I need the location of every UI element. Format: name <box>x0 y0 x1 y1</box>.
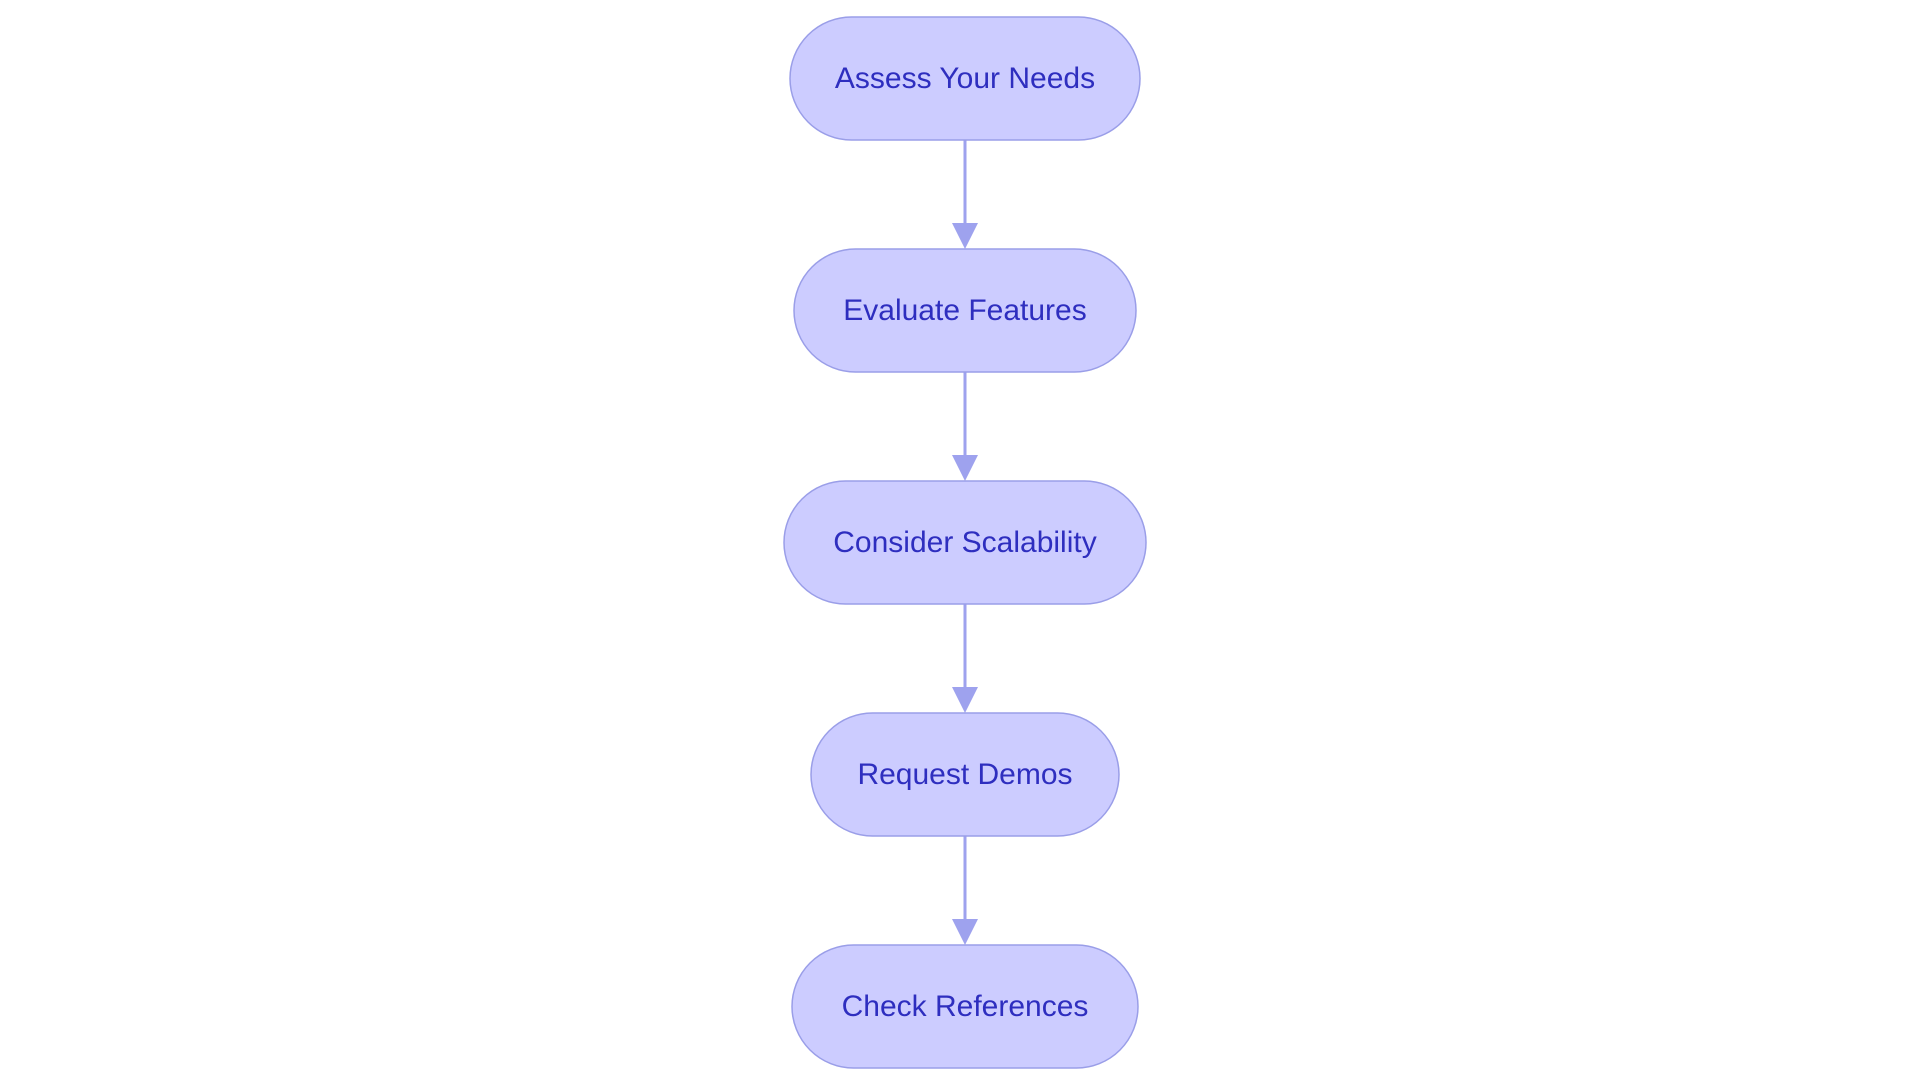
flowchart-arrow-assess-to-evaluate <box>952 140 978 249</box>
flowchart-arrow-evaluate-to-consider <box>952 372 978 481</box>
node-label: Check References <box>842 990 1089 1023</box>
flowchart-arrow-consider-to-request <box>952 604 978 713</box>
node-shape <box>791 944 1139 1069</box>
node-label: Evaluate Features <box>843 294 1086 327</box>
arrowhead <box>952 919 978 945</box>
flowchart-arrow-request-to-check <box>952 836 978 945</box>
arrowhead <box>952 687 978 713</box>
flowchart-node-consider: Consider Scalability <box>783 480 1147 605</box>
flowchart-node-check: Check References <box>791 944 1139 1069</box>
node-shape <box>810 712 1120 837</box>
node-label: Assess Your Needs <box>835 62 1095 95</box>
flowchart-node-request: Request Demos <box>810 712 1120 837</box>
node-label: Consider Scalability <box>833 526 1096 559</box>
node-shape <box>793 248 1137 373</box>
node-shape <box>789 16 1141 141</box>
arrowhead <box>952 455 978 481</box>
edges-layer <box>952 140 978 945</box>
node-shape <box>783 480 1147 605</box>
flowchart-node-assess: Assess Your Needs <box>789 16 1141 141</box>
node-label: Request Demos <box>857 758 1072 791</box>
flowchart-node-evaluate: Evaluate Features <box>793 248 1137 373</box>
arrowhead <box>952 223 978 249</box>
